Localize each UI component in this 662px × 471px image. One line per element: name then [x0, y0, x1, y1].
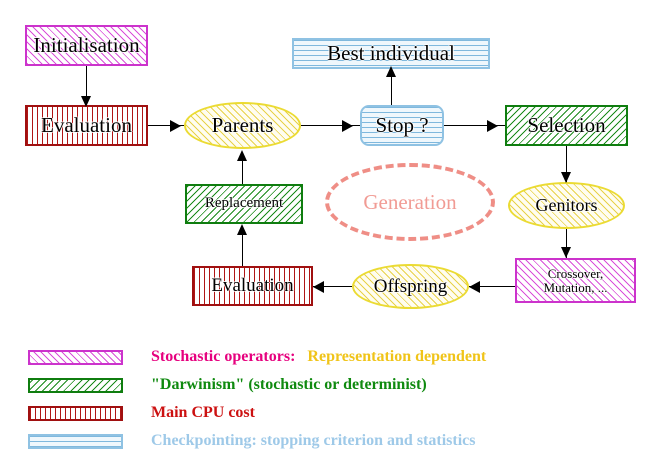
- node-best-individual-label: Best individual: [327, 41, 455, 66]
- edge-replacement-to-parents: [242, 154, 243, 184]
- legend-row-stochastic-operators: Stochastic operators: Representation dep…: [28, 346, 486, 368]
- edge-crossover-to-offspring-arrowhead: [469, 281, 480, 293]
- edge-replacement-to-parents-arrowhead: [237, 150, 247, 161]
- legend-label-checkpointing: Checkpointing: stopping criterion and st…: [151, 432, 476, 449]
- edge-genitors-to-crossover-arrowhead: [561, 247, 571, 258]
- node-selection[interactable]: Selection: [505, 105, 628, 146]
- edge-selection-to-genitors-arrowhead: [561, 172, 571, 183]
- node-crossover-label-line2: Mutation, ...: [543, 279, 608, 295]
- legend-swatch-red-stripes: [28, 405, 123, 421]
- legend-row-checkpointing: Checkpointing: stopping criterion and st…: [28, 430, 475, 452]
- node-crossover-mutation[interactable]: Crossover, Mutation, ...: [515, 258, 636, 303]
- edge-stop-to-best-arrowhead: [386, 66, 396, 77]
- node-evaluation-top[interactable]: Evaluation: [25, 105, 148, 146]
- node-genitors-label: Genitors: [535, 195, 598, 216]
- edge-stop-to-selection: [444, 125, 505, 126]
- legend-swatch-blue-stripes: [28, 433, 123, 449]
- edge-init-to-eval-arrowhead: [81, 96, 91, 107]
- node-crossover-label-line1: Crossover,: [547, 265, 604, 281]
- edge-genitors-to-crossover: [566, 229, 567, 258]
- legend-swatch-green-hatch: [28, 377, 123, 393]
- node-offspring[interactable]: Offspring: [352, 264, 469, 309]
- node-initialisation-label: Initialisation: [33, 33, 140, 58]
- edge-init-to-eval: [86, 66, 87, 98]
- node-genitors[interactable]: Genitors: [508, 182, 625, 229]
- node-parents-label: Parents: [211, 113, 274, 138]
- legend-row-main-cpu-cost: Main CPU cost: [28, 402, 255, 424]
- edge-stop-to-selection-arrowhead: [487, 120, 498, 132]
- edge-eval-to-replacement-arrowhead: [237, 224, 247, 235]
- node-replacement[interactable]: Replacement: [185, 184, 303, 224]
- legend-label-representation-dependent: Representation dependent: [307, 348, 487, 365]
- node-best-individual[interactable]: Best individual: [292, 38, 490, 69]
- edge-eval-to-parents: [148, 125, 184, 126]
- legend-swatch-magenta-hatch: [28, 349, 123, 365]
- legend-label-main-cpu-cost: Main CPU cost: [151, 404, 255, 421]
- node-stop-label: Stop ?: [375, 113, 429, 138]
- legend-label-darwinism: "Darwinism" (stochastic or determinist): [151, 376, 427, 393]
- node-evaluation-bottom-label: Evaluation: [211, 275, 294, 297]
- edge-parents-to-stop-arrowhead: [342, 120, 353, 132]
- edge-offspring-to-eval: [313, 286, 352, 287]
- legend-row-darwinism: "Darwinism" (stochastic or determinist): [28, 374, 427, 396]
- node-initialisation[interactable]: Initialisation: [25, 25, 148, 66]
- legend-label-stochastic-operators: Stochastic operators:: [151, 348, 296, 365]
- node-replacement-label: Replacement: [204, 195, 284, 212]
- node-evaluation-top-label: Evaluation: [41, 113, 132, 138]
- edge-parents-to-stop: [301, 125, 360, 126]
- edge-stop-to-best: [391, 69, 392, 105]
- node-stop[interactable]: Stop ?: [360, 105, 444, 146]
- edge-eval-to-replacement: [242, 228, 243, 266]
- edge-selection-to-genitors: [566, 146, 567, 182]
- node-generation[interactable]: Generation: [325, 163, 495, 241]
- node-selection-label: Selection: [527, 113, 606, 138]
- edge-crossover-to-offspring: [469, 286, 515, 287]
- node-evaluation-bottom[interactable]: Evaluation: [192, 266, 313, 306]
- node-parents[interactable]: Parents: [184, 102, 301, 149]
- node-generation-label: Generation: [363, 189, 457, 214]
- node-offspring-label: Offspring: [373, 275, 448, 297]
- edge-offspring-to-eval-arrowhead: [313, 281, 324, 293]
- edge-eval-to-parents-arrowhead: [170, 120, 181, 132]
